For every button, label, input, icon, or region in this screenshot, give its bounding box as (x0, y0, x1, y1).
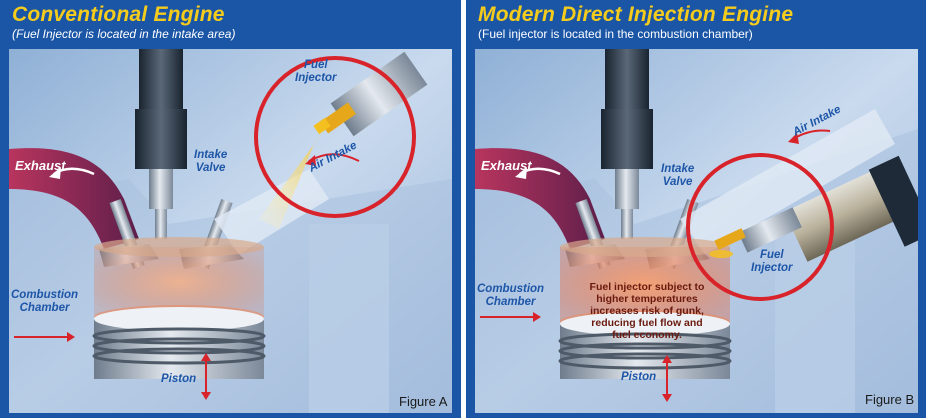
exhaust-port-shape (475, 148, 605, 249)
label-intake-valve-line1: Intake (661, 163, 695, 175)
label-intake-valve-line2: Valve (195, 162, 226, 174)
label-fuel-injector: Fuel Injector (751, 249, 793, 275)
label-combustion-chamber-line1: Combustion (477, 283, 545, 295)
label-intake-valve-line2: Valve (662, 176, 693, 188)
label-exhaust: Exhaust (481, 158, 532, 173)
note-line-3: increases risk of gunk, (590, 305, 704, 317)
injector-heat-note: Fuel injector subject to higher temperat… (572, 281, 722, 341)
injector-highlight-circle (254, 56, 416, 218)
panel-b-scene: Exhaust Intake Valve Air Intake Fuel Inj… (475, 49, 918, 413)
note-line-4: reducing fuel flow and (591, 317, 703, 329)
fuel-injector-icon (709, 155, 918, 262)
panel-b-subtitle: (Fuel injector is located in the combust… (478, 27, 753, 41)
piston-icon (92, 307, 266, 379)
label-fuel-injector-line1: Fuel (303, 59, 328, 71)
label-fuel-injector-line2: Injector (295, 72, 337, 84)
label-combustion-chamber-line2: Chamber (19, 302, 70, 314)
panel-b-title: Modern Direct Injection Engine (478, 3, 794, 26)
label-piston: Piston (161, 373, 197, 385)
note-line-5: fuel economy. (612, 329, 682, 341)
spark-plug-icon (601, 49, 653, 239)
spark-plug-icon (135, 49, 187, 239)
note-line-1: Fuel injector subject to (589, 281, 705, 293)
direct-injection-engine-illustration (475, 49, 918, 413)
exhaust-port-shape (9, 148, 139, 249)
panel-direct-injection-engine: Modern Direct Injection Engine (Fuel inj… (466, 0, 926, 418)
panel-conventional-engine: Conventional Engine (Fuel Injector is lo… (0, 0, 461, 418)
label-intake-valve: Intake Valve (661, 163, 694, 189)
figure-b-caption: Figure B (865, 392, 915, 407)
label-fuel-injector-line2: Injector (751, 262, 793, 274)
panel-a-scene: Exhaust Intake Valve Fuel Injector Air I… (9, 49, 452, 413)
label-combustion-chamber: Combustion Chamber (477, 283, 544, 309)
label-combustion-chamber: Combustion Chamber (11, 289, 78, 315)
label-combustion-chamber-line1: Combustion (11, 289, 79, 301)
label-exhaust: Exhaust (15, 158, 66, 173)
label-fuel-injector: Fuel Injector (295, 59, 337, 85)
piston-icon (558, 312, 732, 379)
label-intake-valve: Intake Valve (194, 149, 227, 175)
conventional-engine-illustration (9, 49, 452, 413)
label-combustion-chamber-line2: Chamber (485, 296, 536, 308)
fuel-injector-icon (313, 51, 428, 137)
note-line-2: higher temperatures (596, 293, 698, 305)
figure-a-caption: Figure A (399, 394, 448, 409)
panel-a-subtitle: (Fuel Injector is located in the intake … (12, 27, 236, 41)
injector-highlight-circle (686, 153, 834, 301)
label-intake-valve-line1: Intake (194, 149, 228, 161)
panel-a-title: Conventional Engine (12, 3, 225, 26)
label-piston: Piston (621, 371, 657, 383)
label-fuel-injector-line1: Fuel (759, 249, 784, 261)
